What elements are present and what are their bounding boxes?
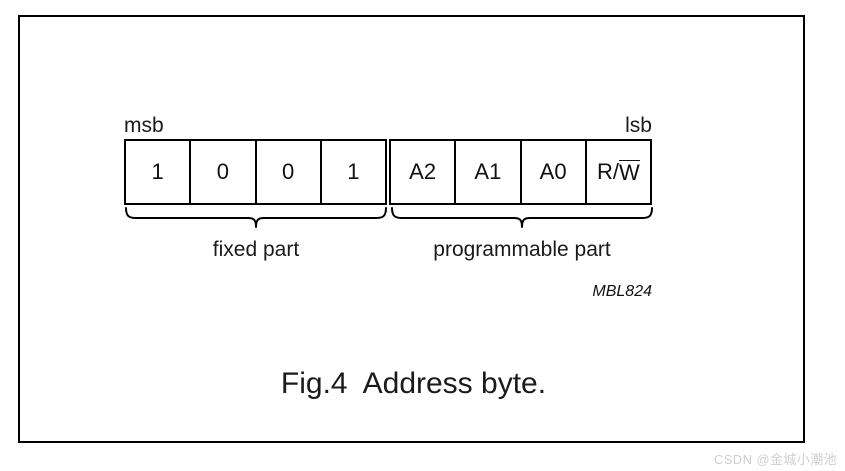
bit-cell-5: 0 xyxy=(256,141,322,203)
address-byte-bit-grid: 1 0 0 1 A2 A1 A0 R/W xyxy=(124,139,652,205)
bit-cell-1-a0: A0 xyxy=(521,141,587,203)
bit-group-programmable: A2 A1 A0 R/W xyxy=(389,139,652,205)
brace-fixed-part xyxy=(124,207,388,229)
label-fixed-part: fixed part xyxy=(212,238,300,261)
bit-cell-4: 1 xyxy=(321,141,385,203)
bit-cell-0-read-write: R/W xyxy=(586,141,650,203)
reference-code: MBL824 xyxy=(592,283,652,300)
label-programmable-part: programmable part xyxy=(433,238,611,261)
bit-cell-2-a1: A1 xyxy=(456,141,522,203)
bit-group-fixed: 1 0 0 1 xyxy=(124,139,387,205)
read-write-prefix: R/ xyxy=(596,159,619,184)
msb-label: msb xyxy=(124,114,164,137)
figure-caption: Fig.4 Address byte. xyxy=(280,367,547,400)
lsb-label: lsb xyxy=(625,114,652,137)
brace-programmable-part xyxy=(390,207,654,229)
csdn-watermark: CSDN @金城小潮池 xyxy=(713,452,837,467)
bit-cell-7: 1 xyxy=(126,141,192,203)
bit-cell-3-a2: A2 xyxy=(391,141,457,203)
read-write-overlined-w: W xyxy=(618,160,640,185)
figure-frame: msb lsb 1 0 0 1 A2 A1 A0 R/W fixed part … xyxy=(18,15,805,443)
bit-cell-6: 0 xyxy=(191,141,257,203)
